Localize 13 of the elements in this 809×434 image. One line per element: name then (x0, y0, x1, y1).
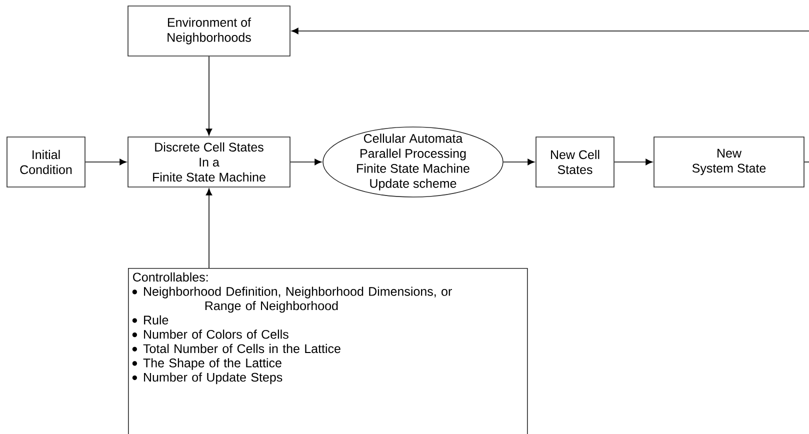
process-box: New Cell States (536, 136, 614, 188)
arrow (206, 188, 212, 268)
arrow (206, 56, 212, 136)
process-box: Initial Condition (6, 136, 86, 188)
arrow (614, 158, 653, 166)
arrow (290, 158, 322, 166)
process-box: Discrete Cell States In a Finite State Machine (128, 136, 290, 188)
arrow (291, 28, 809, 162)
process-box: Environment of Neighborhoods (128, 6, 290, 56)
arrow (85, 158, 127, 166)
process-box: New System State (654, 136, 804, 188)
controllables-box: Controllables: Neighborhood Definition, Neighborhood Dimensions, or Range of Neighborhood Rule Number of Colors of Cells Total Number of Cells in the Lattice The Shape of the Lattice Number of Update Steps (128, 268, 528, 434)
arrow (503, 158, 535, 166)
